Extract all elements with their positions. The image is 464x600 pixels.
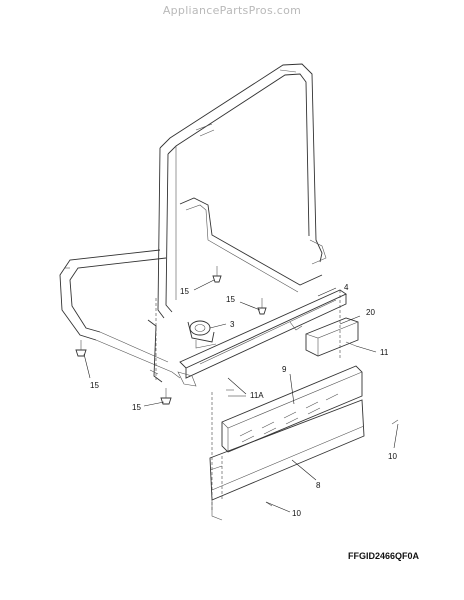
callout-10a: 10 — [388, 452, 397, 461]
callout-3: 3 — [230, 320, 235, 329]
callout-10b: 10 — [292, 509, 301, 518]
callout-15b: 15 — [226, 295, 235, 304]
callout-9: 9 — [282, 365, 287, 374]
callout-15c: 15 — [90, 381, 99, 390]
assembly-lines — [155, 290, 341, 510]
fasteners — [75, 266, 399, 507]
callouts: 15 15 15 15 3 4 20 11 11A 9 10 8 10 — [90, 283, 397, 518]
callout-20: 20 — [366, 308, 375, 317]
callout-4: 4 — [344, 283, 349, 292]
callout-15d: 15 — [132, 403, 141, 412]
part-8-kickplate — [209, 399, 365, 521]
watermark: AppliancePartsPros.com — [162, 4, 302, 17]
part-3-component — [187, 320, 217, 349]
callout-11: 11 — [380, 348, 389, 357]
callout-11a: 11A — [250, 391, 264, 400]
part-4-rail — [177, 289, 347, 387]
tub-frame — [59, 63, 327, 383]
callout-15a: 15 — [180, 287, 189, 296]
part-9-panel — [221, 365, 363, 453]
callout-8: 8 — [316, 481, 321, 490]
leader-lines — [83, 279, 399, 513]
diagram-code: FFGID2466QF0A — [348, 551, 420, 561]
part-20-bracket — [305, 317, 359, 357]
